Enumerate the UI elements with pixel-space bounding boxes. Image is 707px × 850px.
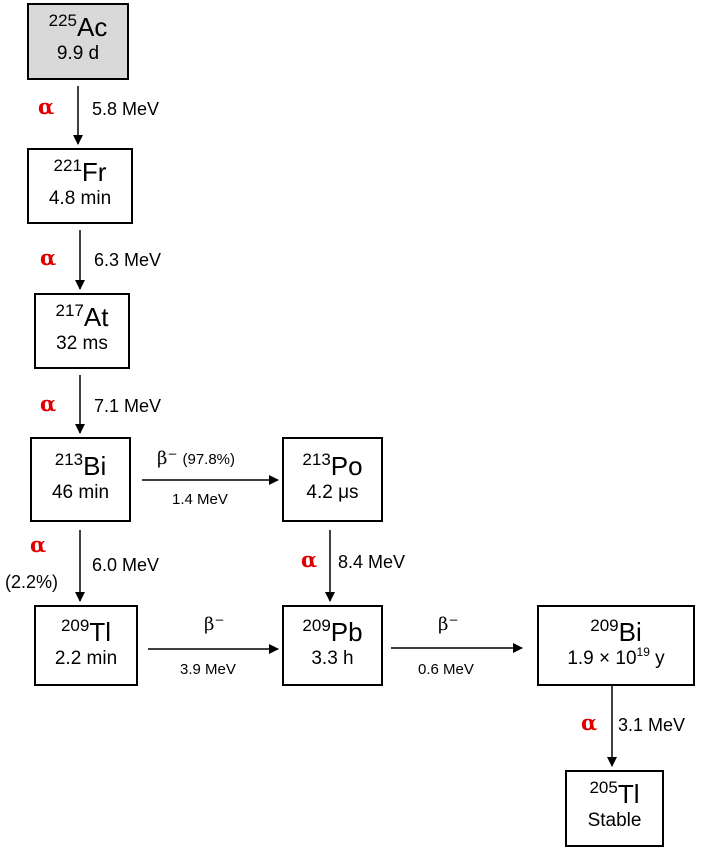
half-life: 1.9 × 1019 y xyxy=(539,645,693,671)
decay-mode-alpha: α xyxy=(40,391,57,416)
beta-charge: − xyxy=(214,613,225,627)
nuclide-symbol: 213Po xyxy=(284,451,381,481)
element-symbol: Ac xyxy=(77,12,108,42)
half-life: 9.9 d xyxy=(56,43,100,64)
decay-energy: 5.8 MeV xyxy=(92,99,160,119)
nuclide-bi209: 209Bi 1.9 × 1019 y xyxy=(537,605,695,686)
mass-number: 213 xyxy=(302,450,331,469)
decay-energy: 3.9 MeV xyxy=(180,661,236,678)
nuclide-po213: 213Po 4.2 μs xyxy=(282,437,383,522)
nuclide-fr221: 221Fr 4.8 min xyxy=(27,148,133,224)
element-symbol: Bi xyxy=(618,617,642,647)
half-life: 3.3 h xyxy=(311,648,354,669)
element-symbol: Pb xyxy=(330,617,363,647)
decay-mode-alpha: α xyxy=(301,547,318,572)
decay-mode-alpha: α xyxy=(30,532,47,557)
nuclide-bi213: 213Bi 46 min xyxy=(30,437,131,522)
decay-mode-beta: β xyxy=(204,614,215,635)
half-life: Stable xyxy=(587,810,642,831)
mass-number: 217 xyxy=(55,301,84,320)
mass-number: 221 xyxy=(53,156,82,175)
nuclide-symbol: 209Tl xyxy=(36,617,136,647)
element-symbol: Bi xyxy=(83,451,107,481)
decay-mode-beta: β xyxy=(157,448,168,469)
nuclide-symbol: 209Bi xyxy=(539,617,693,647)
nuclide-symbol: 213Bi xyxy=(32,451,129,481)
half-life-exponent: 19 xyxy=(636,645,650,659)
branch-ratio: (2.2%) xyxy=(5,572,59,592)
half-life: 32 ms xyxy=(56,333,108,354)
half-life-unit: y xyxy=(655,648,665,669)
decay-energy: 8.4 MeV xyxy=(338,552,406,572)
decay-mode-beta-label: β− xyxy=(204,613,225,635)
nuclide-symbol: 205Tl xyxy=(567,779,662,809)
nuclide-pb209: 209Pb 3.3 h xyxy=(282,605,383,686)
mass-number: 209 xyxy=(590,616,619,635)
decay-mode-alpha: α xyxy=(40,245,57,270)
beta-charge: − xyxy=(167,447,178,461)
decay-mode-beta: β xyxy=(438,614,449,635)
decay-mode-alpha: α xyxy=(581,710,598,735)
nuclide-symbol: 217At xyxy=(36,302,128,332)
half-life-mantissa: 1.9 × 10 xyxy=(567,648,637,669)
half-life: 2.2 min xyxy=(54,648,118,669)
decay-energy: 1.4 MeV xyxy=(172,491,228,508)
decay-energy: 6.0 MeV xyxy=(92,555,160,575)
nuclide-symbol: 209Pb xyxy=(284,617,381,647)
half-life: 4.8 min xyxy=(48,188,112,209)
nuclide-symbol: 221Fr xyxy=(29,157,131,187)
half-life: 46 min xyxy=(51,482,110,503)
nuclide-tl209: 209Tl 2.2 min xyxy=(34,605,138,686)
element-symbol: Po xyxy=(330,451,363,481)
beta-charge: − xyxy=(448,613,459,627)
mass-number: 209 xyxy=(60,616,90,635)
nuclide-symbol: 225Ac xyxy=(29,12,127,42)
element-symbol: Tl xyxy=(617,779,640,809)
mass-number: 225 xyxy=(48,11,78,30)
decay-mode-beta-label: β− xyxy=(438,613,459,635)
decay-energy: 6.3 MeV xyxy=(94,250,162,270)
decay-mode-beta-branch: β− (97.8%) xyxy=(157,448,235,470)
element-symbol: Fr xyxy=(81,157,107,187)
nuclide-tl205: 205Tl Stable xyxy=(565,770,664,847)
half-life: 4.2 μs xyxy=(306,482,359,503)
mass-number: 205 xyxy=(589,778,618,797)
decay-energy: 0.6 MeV xyxy=(418,661,474,678)
mass-number: 209 xyxy=(302,616,331,635)
branch-ratio: (97.8%) xyxy=(182,451,236,468)
decay-mode-alpha: α xyxy=(38,94,55,119)
element-symbol: Tl xyxy=(89,617,112,647)
decay-energy: 7.1 MeV xyxy=(94,396,162,416)
decay-energy: 3.1 MeV xyxy=(618,715,686,735)
nuclide-at217: 217At 32 ms xyxy=(34,293,130,369)
element-symbol: At xyxy=(83,302,109,332)
nuclide-ac225: 225Ac 9.9 d xyxy=(27,3,129,80)
mass-number: 213 xyxy=(54,450,84,469)
